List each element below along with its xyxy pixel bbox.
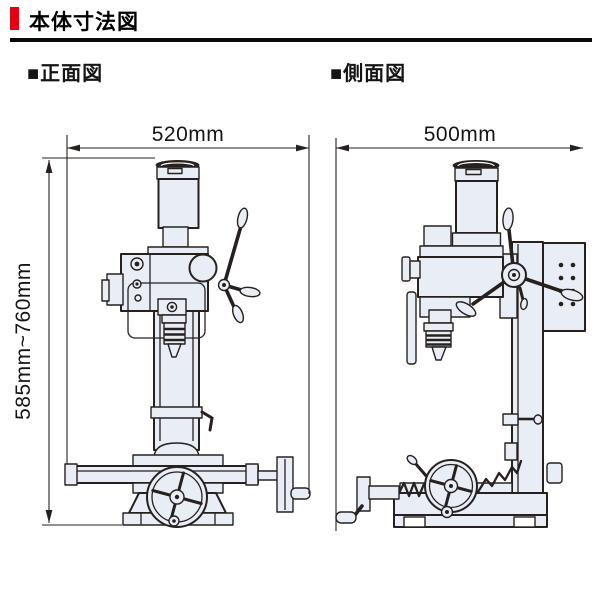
- side-head: [401, 245, 504, 365]
- front-motor: [155, 160, 200, 248]
- front-width-dimension: 520mm: [66, 123, 310, 494]
- side-width-value: 500mm: [424, 123, 497, 146]
- side-feed-handle: [455, 207, 584, 317]
- side-width-dimension: 500mm: [335, 123, 583, 531]
- side-bellows: [396, 459, 523, 498]
- side-view-label: ■側面図: [330, 63, 407, 85]
- front-feed-handle: [188, 207, 261, 324]
- front-height-value: 585mm~760mm: [12, 262, 35, 420]
- front-width-value: 520mm: [152, 123, 225, 146]
- side-motor: [423, 160, 518, 319]
- front-height-dimension: 585mm~760mm: [12, 157, 155, 526]
- side-handwheel: [424, 459, 478, 519]
- header-rule: [10, 38, 592, 42]
- page-title: 本体寸法図: [29, 11, 139, 34]
- side-view-drawing: [335, 160, 586, 528]
- front-column: [150, 299, 214, 451]
- front-view-label: ■正面図: [27, 63, 104, 85]
- front-table-crank: [276, 456, 311, 513]
- side-chuck: [423, 309, 454, 361]
- side-feed-crank: [335, 454, 430, 524]
- title-accent-bar: [10, 7, 19, 30]
- front-handwheel: [146, 466, 208, 528]
- front-view-drawing: [64, 160, 311, 528]
- front-chuck: [161, 314, 187, 358]
